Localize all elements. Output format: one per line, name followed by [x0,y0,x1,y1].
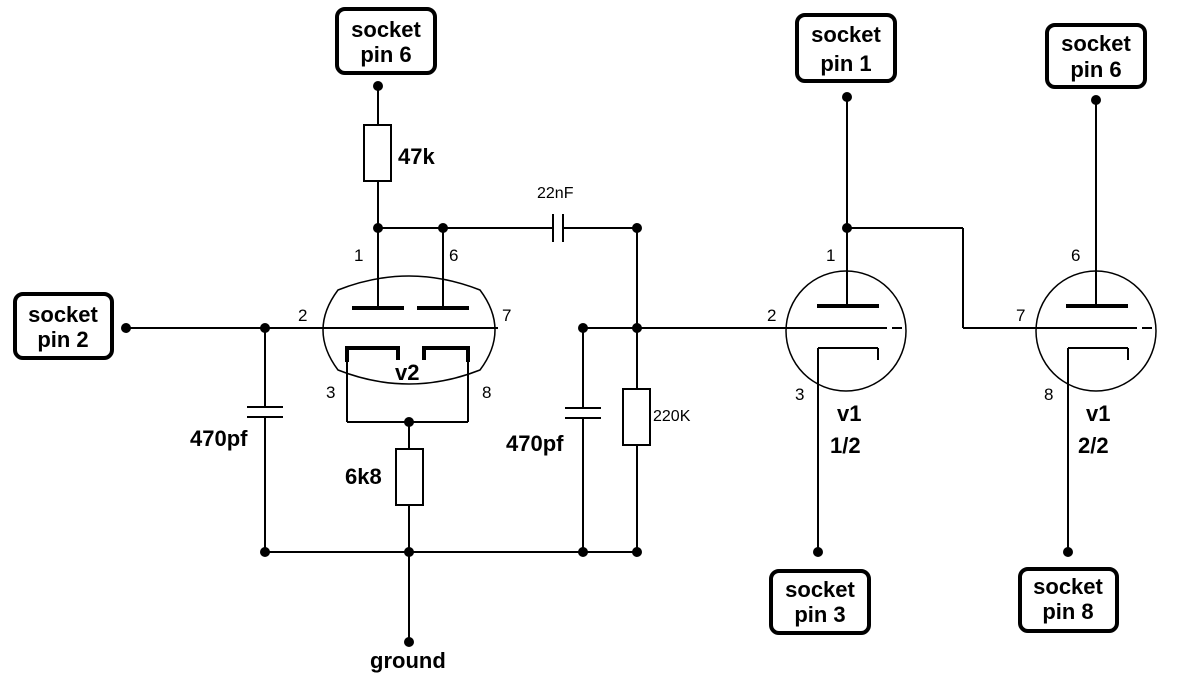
v2-pin-1: 1 [354,246,363,265]
capacitor-22nf: 22nF [537,185,574,242]
v2-pin-3: 3 [326,383,335,402]
socket-pin8-line2: pin 8 [1042,599,1093,624]
socket-pin2: socket pin 2 [13,292,114,360]
wires [126,86,1130,642]
v2-cathode-right [422,346,470,362]
v2-pin-8: 8 [482,383,491,402]
socket-pin3: socket pin 3 [769,569,871,635]
tube-v1-half-2: 6 7 8 v1 2/2 [1016,246,1157,458]
socket-pin6-v2: socket pin 6 [335,7,437,75]
v2-cathode-left [345,346,400,362]
capacitor-470pf-left-label: 470pf [190,426,248,451]
tube-v1a-sub: 1/2 [830,433,861,458]
socket-pin2-line2: pin 2 [37,327,88,352]
v1a-pin-2: 2 [767,306,776,325]
ground-label: ground [370,648,446,673]
tube-v1b-sub: 2/2 [1078,433,1109,458]
socket-pin2-line1: socket [28,302,98,327]
socket-pin6-v2-line2: pin 6 [360,42,411,67]
tube-v1b-envelope [1035,270,1157,392]
tube-v2: v2 1 6 2 7 3 8 [298,246,511,402]
socket-pin8: socket pin 8 [1018,567,1119,633]
v2-pin-7: 7 [502,306,511,325]
tube-v1b-label: v1 [1086,401,1110,426]
capacitor-470pf-right-label: 470pf [506,431,564,456]
tube-v2-label: v2 [395,360,419,385]
socket-pin3-line2: pin 3 [794,602,845,627]
socket-pin8-line1: socket [1033,574,1103,599]
v1a-pin-3: 3 [795,385,804,404]
tube-v1a-envelope [785,270,907,392]
socket-pin1: socket pin 1 [795,13,897,83]
socket-pin6-v1: socket pin 6 [1045,23,1147,89]
tube-v2-envelope [322,275,496,385]
socket-pin6-v1-line1: socket [1061,31,1131,56]
resistor-220k-label: 220K [653,408,691,425]
v1b-pin-6: 6 [1071,246,1080,265]
resistor-47k-label: 47k [398,144,435,169]
socket-pin1-line2: pin 1 [820,51,871,76]
v1b-pin-8: 8 [1044,385,1053,404]
resistor-6k8-label: 6k8 [345,464,382,489]
resistor-220k: 220K [622,388,691,446]
v2-pin-2: 2 [298,306,307,325]
capacitor-22nf-label: 22nF [537,185,574,202]
v1b-pin-7: 7 [1016,306,1025,325]
capacitor-470pf-left: 470pf [190,406,283,451]
tube-v1a-label: v1 [837,401,861,426]
resistor-6k8: 6k8 [345,448,424,506]
capacitor-470pf-right: 470pf [506,407,601,456]
socket-pin3-line1: socket [785,577,855,602]
junction-dots [121,81,1101,647]
socket-pin6-v2-line1: socket [351,17,421,42]
tube-v1-half-1: 1 2 3 v1 1/2 [767,246,907,458]
socket-pin1-line1: socket [811,22,881,47]
v1a-pin-1: 1 [826,246,835,265]
resistor-47k: 47k [363,124,435,182]
v2-pin-6: 6 [449,246,458,265]
socket-pin6-v1-line2: pin 6 [1070,57,1121,82]
